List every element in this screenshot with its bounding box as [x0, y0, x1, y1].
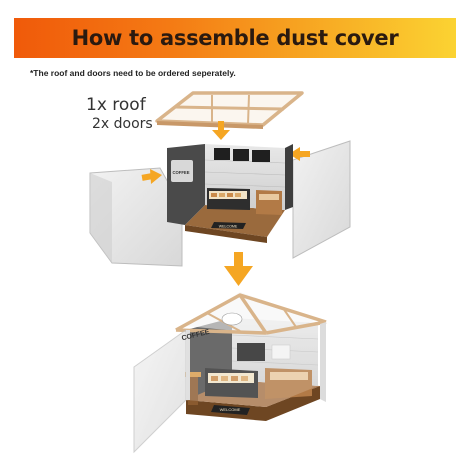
title-banner: How to assemble dust cover: [14, 18, 456, 58]
coffee-sign-top: COFFEE: [173, 170, 190, 175]
roof-frame: [155, 91, 304, 129]
floor-sign-bottom: WELCOME: [220, 407, 241, 412]
open-glass-door: [133, 329, 190, 454]
arrow-right-icon: [141, 169, 162, 184]
left-door-panel: [89, 167, 183, 267]
arrow-left-icon: [289, 147, 310, 161]
arrow-down-icon: [224, 252, 253, 286]
order-note: *The roof and doors need to be ordered s…: [30, 68, 236, 78]
shop-room-top: [167, 144, 293, 243]
banner-title: How to assemble dust cover: [71, 26, 399, 50]
doors-count: 2x doors: [92, 116, 153, 132]
shop-room-assembled: [175, 292, 327, 421]
arrow-down-icon: [212, 121, 230, 140]
parts-list: 1x roof 2x doors: [86, 95, 153, 133]
right-door-panel: [292, 140, 351, 259]
roof-count: 1x roof: [86, 95, 146, 115]
floor-sign-top: WELCOME: [219, 225, 238, 229]
